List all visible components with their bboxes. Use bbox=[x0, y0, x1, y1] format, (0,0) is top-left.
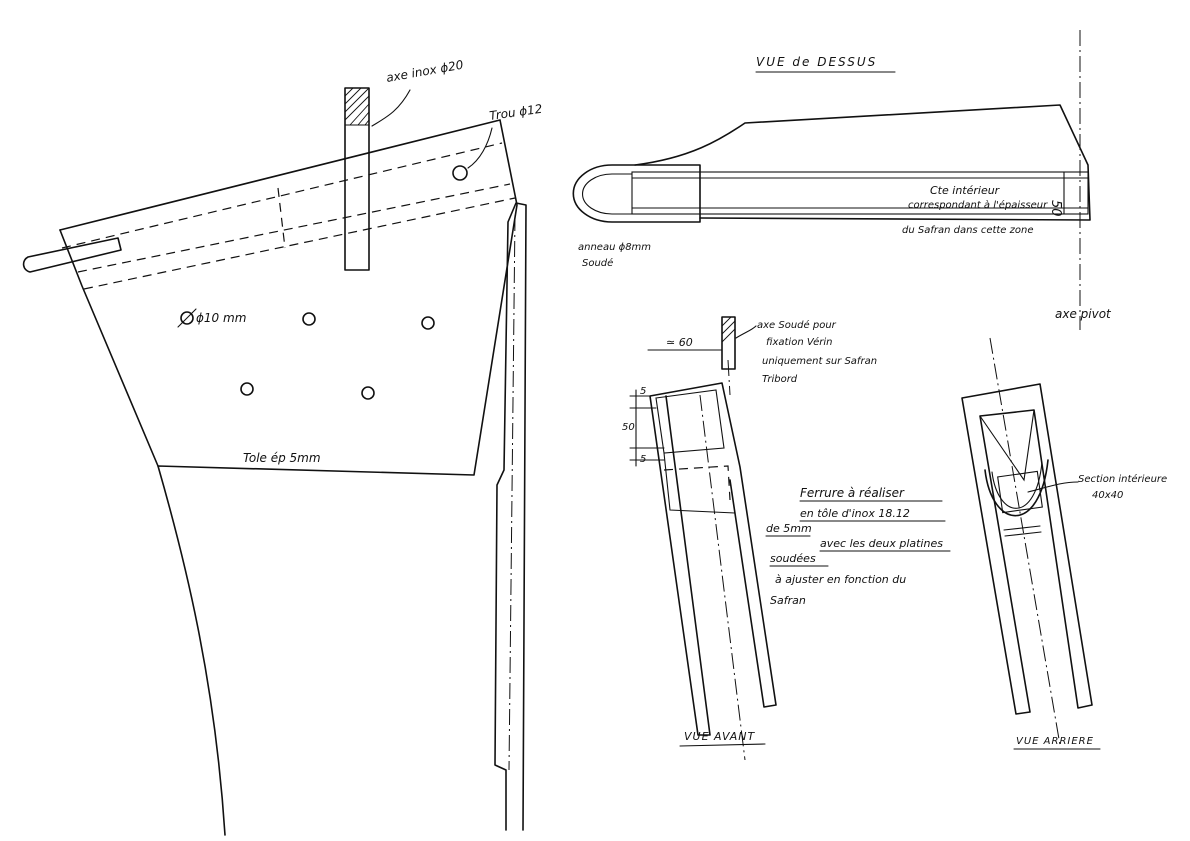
label-anneau-2: Soudé bbox=[582, 257, 613, 269]
pin-hatch bbox=[721, 316, 736, 343]
front-view: ≃ 60 5 50 5 axe Soudé pour fixation Véri… bbox=[622, 316, 877, 761]
ring-u bbox=[572, 164, 701, 223]
rudder-stock bbox=[494, 202, 527, 831]
label-dim-5b: 5 bbox=[640, 454, 646, 465]
axe-soude-leader bbox=[735, 325, 757, 339]
hole-1 bbox=[180, 311, 194, 325]
rear-view: Section intérieure 40x40 VUE ARRIERE bbox=[961, 337, 1167, 750]
hole-5 bbox=[361, 386, 375, 400]
label-axe-soude-4: Tribord bbox=[762, 374, 798, 385]
label-dim-50: 50 bbox=[622, 422, 635, 433]
hidden-line-2 bbox=[77, 183, 511, 273]
label-trou: Trou ϕ12 bbox=[488, 102, 543, 123]
ferrure-5: soudées bbox=[770, 552, 816, 565]
front-lower-plate bbox=[663, 452, 736, 514]
axe-inox-leader bbox=[371, 89, 411, 127]
top-view-outline bbox=[634, 104, 1091, 221]
rudder-blade-outline bbox=[59, 119, 518, 836]
hole-2 bbox=[302, 312, 316, 326]
label-dim-60: ≃ 60 bbox=[666, 336, 693, 349]
ferrure-3: de 5mm bbox=[766, 522, 812, 535]
hole-4 bbox=[240, 382, 254, 396]
rear-line-a bbox=[1003, 525, 1041, 531]
label-axe-soude-3: uniquement sur Safran bbox=[762, 356, 877, 367]
ferrure-1: Ferrure à réaliser bbox=[800, 486, 905, 500]
rear-u-inner bbox=[991, 461, 1043, 509]
pivot-axis-line bbox=[508, 214, 516, 771]
ferrure-note: Ferrure à réaliser en tôle d'inox 18.12 … bbox=[765, 486, 951, 607]
title-vue-avant: VUE AVANT bbox=[684, 730, 756, 743]
hole-3 bbox=[421, 316, 435, 330]
ferrure-7: Safran bbox=[770, 594, 806, 607]
hole-12 bbox=[452, 165, 468, 181]
hole-diam-leader bbox=[177, 308, 197, 328]
rudder-side-view: axe inox ϕ20 Trou ϕ12 ϕ10 mm Tole ép 5mm bbox=[22, 58, 543, 836]
rear-inner-taper bbox=[979, 409, 1035, 482]
rear-center-axis bbox=[989, 337, 1061, 746]
ferrure-6: à ajuster en fonction du bbox=[775, 573, 906, 586]
inox-shaft bbox=[344, 87, 370, 271]
front-center-axis bbox=[699, 394, 746, 761]
label-anneau-1: anneau ϕ8mm bbox=[578, 242, 651, 253]
label-axe-inox: axe inox ϕ20 bbox=[385, 58, 465, 85]
hidden-line-4 bbox=[277, 187, 286, 249]
label-axe-soude-2: fixation Vérin bbox=[766, 336, 832, 348]
hidden-line-1 bbox=[61, 142, 503, 249]
label-dim-5a: 5 bbox=[640, 386, 646, 397]
top-view: VUE de DESSUS 50 Cte intérieur correspon… bbox=[572, 30, 1112, 330]
label-tole: Tole ép 5mm bbox=[243, 451, 321, 465]
label-diam10: ϕ10 mm bbox=[196, 311, 246, 325]
label-axe-soude-1: axe Soudé pour bbox=[757, 319, 837, 331]
label-axe-pivot: axe pivot bbox=[1055, 307, 1112, 321]
label-section-1: Section intérieure bbox=[1078, 473, 1167, 485]
front-inner-plate bbox=[655, 389, 725, 454]
title-underline-avant bbox=[679, 743, 766, 747]
ring-u-inner bbox=[582, 173, 633, 215]
label-cote-2: correspondant à l'épaisseur bbox=[908, 199, 1048, 211]
ferrure-2: en tôle d'inox 18.12 bbox=[800, 507, 910, 520]
front-housing bbox=[649, 382, 777, 736]
label-section-2: 40x40 bbox=[1092, 490, 1123, 501]
top-view-inner-box bbox=[631, 171, 1089, 215]
ring-rod bbox=[22, 237, 122, 273]
rear-housing bbox=[961, 383, 1093, 715]
rear-u-outer bbox=[984, 459, 1049, 517]
label-cote-1: Cte intérieur bbox=[930, 184, 1001, 197]
label-dim-50-top: 50 bbox=[1048, 200, 1063, 217]
shaft-hatch bbox=[344, 87, 370, 126]
title-vue-dessus: VUE de DESSUS bbox=[756, 55, 877, 69]
ferrure-4: avec les deux platines bbox=[820, 537, 943, 550]
label-cote-3: du Safran dans cette zone bbox=[902, 225, 1034, 236]
hidden-line-3 bbox=[83, 197, 516, 290]
front-hidden-plate bbox=[663, 465, 731, 501]
front-axis-top bbox=[727, 359, 731, 396]
rear-section-box bbox=[997, 470, 1043, 514]
title-vue-arriere: VUE ARRIERE bbox=[1016, 736, 1094, 747]
rear-line-b bbox=[1004, 531, 1042, 537]
trou-leader bbox=[467, 127, 493, 169]
section-leader bbox=[1027, 481, 1079, 493]
